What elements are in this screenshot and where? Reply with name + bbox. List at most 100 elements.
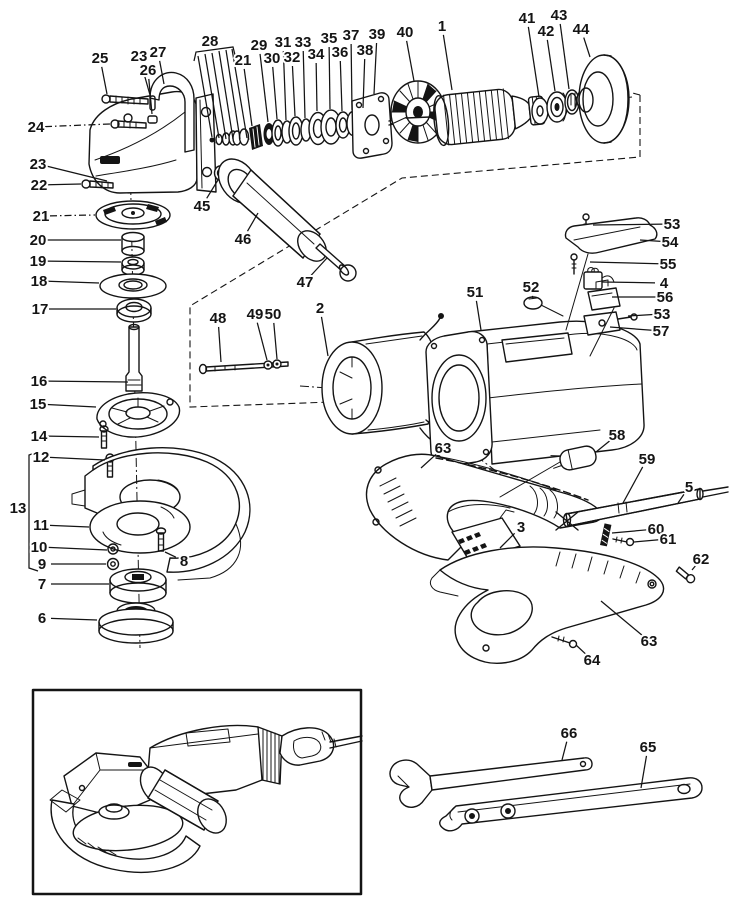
callout-42: 42: [538, 23, 555, 40]
leader-line-23: [140, 64, 151, 96]
callout-4: 4: [660, 275, 669, 292]
brush-holder-56: [587, 279, 621, 311]
bearing-42: [546, 91, 568, 123]
callouts-layer: 1234567891011121415161718192021212223232…: [8, 5, 711, 789]
callout-22: 22: [31, 177, 48, 194]
callout-41: 41: [519, 10, 536, 27]
callout-21: 21: [235, 52, 252, 69]
nut-26: [147, 115, 158, 124]
open-end-wrench-66: [389, 757, 593, 808]
screw-14: [99, 425, 109, 449]
leader-line-5: [677, 494, 685, 504]
holder-plate-57: [583, 311, 621, 336]
leader-line-57: [609, 326, 653, 331]
nut-10: [107, 543, 119, 555]
callout-47: 47: [297, 274, 314, 291]
flange-21: [95, 200, 171, 230]
button-52: [523, 296, 564, 317]
callout-18: 18: [31, 273, 48, 290]
pin-60: [600, 523, 612, 547]
leader-line-28-0: [197, 55, 213, 138]
clamp-nut-6: [98, 602, 174, 644]
callout-40: 40: [397, 24, 414, 41]
leader-line-59: [622, 466, 644, 504]
callout-57: 57: [653, 323, 670, 340]
callout-55: 55: [660, 256, 677, 273]
leader-line-64: [575, 644, 586, 655]
spindle-stack: [95, 200, 181, 478]
leader-line-44: [583, 37, 591, 58]
leader-line-38: [362, 58, 366, 109]
leader-line-30: [272, 66, 278, 120]
leader-line-53: [627, 313, 654, 317]
callout-36: 36: [332, 44, 349, 61]
callout-61: 61: [660, 531, 677, 548]
cone-21: [249, 124, 263, 150]
callout-58: 58: [609, 427, 626, 444]
gear-housing: [81, 71, 217, 194]
leader-line-29: [259, 53, 269, 123]
leader-line-58: [595, 440, 611, 453]
callout-53: 53: [654, 306, 671, 323]
leader-line-12: [49, 456, 106, 461]
callout-65: 65: [640, 739, 657, 756]
leader-line-31: [282, 50, 287, 121]
leader-line-60: [611, 529, 648, 534]
callout-32: 32: [284, 49, 301, 66]
callout-15: 15: [30, 396, 47, 413]
bracket-13: [28, 451, 39, 572]
leader-line-28-2: [211, 52, 227, 140]
leader-line-23: [46, 165, 108, 182]
leader-line-1: [442, 34, 453, 91]
callout-24: 24: [28, 119, 45, 136]
leader-line-25: [101, 66, 108, 95]
leader-line-6: [50, 617, 98, 621]
side-handle-46: [217, 158, 327, 262]
callout-46: 46: [235, 231, 252, 248]
leader-line-61: [633, 539, 660, 543]
callout-20: 20: [30, 232, 47, 249]
brush-assembly: [564, 213, 658, 357]
cover-54: [564, 217, 658, 254]
handle-bolt-47: [315, 243, 357, 282]
leader-line-32: [291, 65, 296, 117]
bracket-28: [193, 46, 236, 62]
callout-1: 1: [438, 18, 446, 35]
leader-line-34: [315, 62, 318, 112]
callout-23: 23: [30, 156, 47, 173]
leader-line-28-5: [231, 48, 248, 139]
callout-35: 35: [321, 30, 338, 47]
leader-line-16: [47, 380, 129, 383]
callout-30: 30: [264, 50, 281, 67]
callout-7: 7: [38, 576, 46, 593]
leader-line-21: [49, 214, 96, 217]
callout-17: 17: [32, 301, 49, 318]
callout-43: 43: [551, 7, 568, 24]
carbon-brush-4: [583, 267, 615, 290]
bearing-plate-39: [351, 92, 405, 159]
callout-44: 44: [573, 21, 590, 38]
rear-handle-right-half-63: [429, 546, 665, 664]
callout-39: 39: [369, 26, 386, 43]
screw-8: [155, 527, 167, 552]
screw-64: [551, 635, 578, 649]
callout-3: 3: [517, 519, 525, 536]
callout-52: 52: [523, 279, 540, 296]
leader-line-45: [206, 179, 219, 199]
callout-21: 21: [33, 208, 50, 225]
leader-line-51: [475, 300, 482, 331]
screw-61: [612, 536, 635, 547]
leader-line-65: [640, 755, 648, 789]
callout-9: 9: [38, 556, 46, 573]
washer-49: [263, 360, 273, 370]
leader-line-24: [44, 123, 111, 128]
leader-line-36: [339, 60, 343, 112]
leader-line-35: [328, 46, 331, 110]
callout-48: 48: [210, 310, 227, 327]
leader-line-10: [47, 546, 108, 551]
callout-11: 11: [33, 517, 49, 534]
leader-line-26: [148, 78, 153, 115]
leader-line-2: [320, 316, 329, 357]
